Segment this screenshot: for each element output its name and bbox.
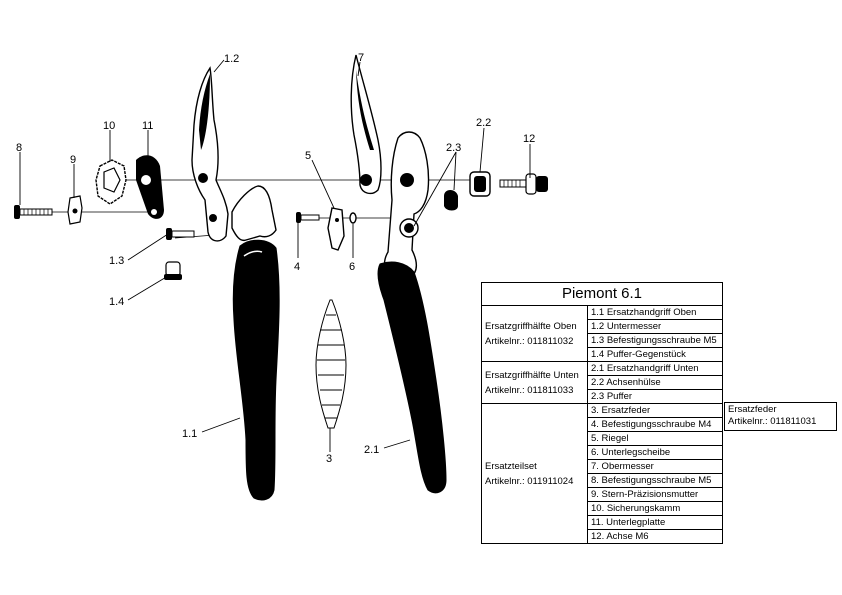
lower-handle-part xyxy=(377,131,447,494)
group-article: Artikelnr.: 011811033 xyxy=(485,384,574,396)
group-cell-set: Ersatzteilset Artikelnr.: 011911024 xyxy=(481,403,588,544)
callout-4: 4 xyxy=(294,261,300,273)
callout-1-2: 1.2 xyxy=(224,53,239,65)
group-cell-lower: Ersatzgriffhälfte Unten Artikelnr.: 0118… xyxy=(481,361,588,404)
spring-article-note: Ersatzfeder Artikelnr.: 011811031 xyxy=(724,402,837,431)
callout-labels: 8 9 10 11 1.2 1.3 1.4 1.1 3 4 5 6 7 2.1 … xyxy=(16,52,535,465)
table-row: 6. Unterlegscheibe xyxy=(587,445,723,460)
table-row: 10. Sicherungskamm xyxy=(587,501,723,516)
upper-handle-part xyxy=(191,66,280,501)
callout-7: 7 xyxy=(358,52,364,64)
callout-1-3: 1.3 xyxy=(109,255,124,267)
leader-lines xyxy=(19,59,531,452)
screw-m4-part-4 xyxy=(296,212,320,223)
table-row: 9. Stern-Präzisionsmutter xyxy=(587,487,723,502)
table-row: 3. Ersatzfeder xyxy=(587,403,723,418)
group-article: Artikelnr.: 011811032 xyxy=(485,335,574,347)
callout-8: 8 xyxy=(16,142,22,154)
spring-part xyxy=(315,299,347,429)
locking-comb-part-10 xyxy=(95,159,127,205)
washer-part-6 xyxy=(349,212,357,224)
table-row: 1.4 Puffer-Gegenstück xyxy=(587,347,723,362)
table-row: 1.3 Befestigungsschraube M5 xyxy=(587,333,723,348)
group-name: Ersatzteilset xyxy=(485,460,537,472)
callout-6: 6 xyxy=(349,261,355,273)
table-row: 8. Befestigungsschraube M5 xyxy=(587,473,723,488)
table-row: 12. Achse M6 xyxy=(587,529,723,544)
callout-1-4: 1.4 xyxy=(109,296,124,308)
group-name: Ersatzgriffhälfte Oben xyxy=(485,320,577,332)
callout-2-1: 2.1 xyxy=(364,444,379,456)
callout-12: 12 xyxy=(523,133,535,145)
axle-m6-part-12 xyxy=(499,173,548,195)
table-row: 5. Riegel xyxy=(587,431,723,446)
table-row: 1.2 Untermesser xyxy=(587,319,723,334)
side-note-article: Artikelnr.: 011811031 xyxy=(728,416,817,427)
washer-plate-part-11 xyxy=(136,155,164,219)
table-row: 1.1 Ersatzhandgriff Oben xyxy=(587,305,723,320)
callout-1-1: 1.1 xyxy=(182,428,197,440)
callout-2-3: 2.3 xyxy=(446,142,461,154)
axle-sleeve-part-2-2 xyxy=(469,171,491,197)
group-article: Artikelnr.: 011911024 xyxy=(485,475,574,487)
side-note-title: Ersatzfeder xyxy=(728,404,777,415)
callout-3: 3 xyxy=(326,453,332,465)
table-row: 2.1 Ersatzhandgriff Unten xyxy=(587,361,723,376)
parts-table: Piemont 6.1 Ersatzgriffhälfte Oben Artik… xyxy=(481,282,723,544)
callout-9: 9 xyxy=(70,154,76,166)
table-row: 2.3 Puffer xyxy=(587,389,723,404)
table-row: 2.2 Achsenhülse xyxy=(587,375,723,390)
upper-blade-part xyxy=(350,54,382,195)
buffer-counterpart-1-4 xyxy=(164,261,182,280)
callout-2-2: 2.2 xyxy=(476,117,491,129)
group-cell-upper: Ersatzgriffhälfte Oben Artikelnr.: 01181… xyxy=(481,305,588,362)
buffer-part-2-3 xyxy=(444,190,458,211)
table-row: 7. Obermesser xyxy=(587,459,723,474)
callout-5: 5 xyxy=(305,150,311,162)
group-name: Ersatzgriffhälfte Unten xyxy=(485,369,579,381)
star-nut-part-9 xyxy=(67,195,83,225)
screw-m5-part-8 xyxy=(14,205,53,219)
table-title: Piemont 6.1 xyxy=(481,282,723,306)
table-row: 4. Befestigungsschraube M4 xyxy=(587,417,723,432)
callout-11: 11 xyxy=(142,120,153,132)
callout-10: 10 xyxy=(103,120,115,132)
screw-m5-part-1-3 xyxy=(166,228,195,240)
table-row: 11. Unterlegplatte xyxy=(587,515,723,530)
latch-part-5 xyxy=(327,207,345,251)
